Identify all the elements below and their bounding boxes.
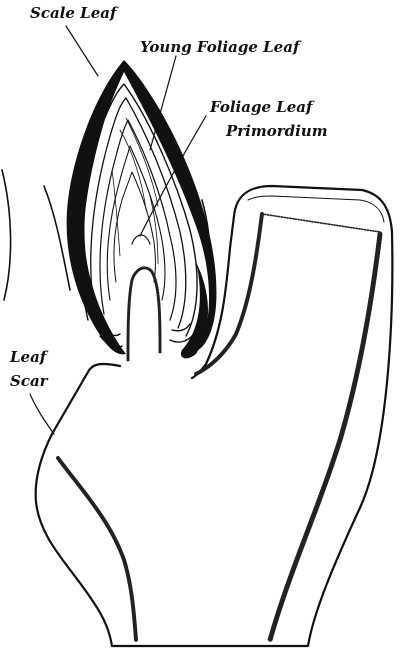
label-primordium: Primordium xyxy=(225,122,328,140)
primordium-dome xyxy=(132,235,150,244)
leader-scale-leaf xyxy=(66,26,98,76)
leader-leaf-scar xyxy=(30,394,54,434)
vascular-band-left-lower xyxy=(58,458,136,640)
foliage-leaf-4 xyxy=(107,146,165,300)
label-scale-leaf: Scale Leaf xyxy=(30,4,119,22)
apical-bud xyxy=(44,60,216,360)
stem-outline xyxy=(36,186,393,646)
foliage-leaf-5 xyxy=(114,172,156,282)
leaf-veins xyxy=(112,118,158,264)
stem-top-rim xyxy=(262,214,380,232)
stem-body xyxy=(36,186,393,646)
label-scar: Scar xyxy=(10,372,49,390)
stem-top-inner xyxy=(248,196,384,222)
bract-left xyxy=(44,186,70,290)
inner-lobe-right xyxy=(170,324,192,342)
vascular-band-right xyxy=(270,234,380,640)
label-leaf: Leaf xyxy=(9,348,49,366)
label-young-foliage-leaf: Young Foliage Leaf xyxy=(140,38,302,56)
scale-leaf-outer xyxy=(67,60,217,354)
shoot-apex xyxy=(128,268,160,360)
label-foliage-leaf: Foliage Leaf xyxy=(209,98,315,116)
left-edge-arc xyxy=(2,170,11,300)
